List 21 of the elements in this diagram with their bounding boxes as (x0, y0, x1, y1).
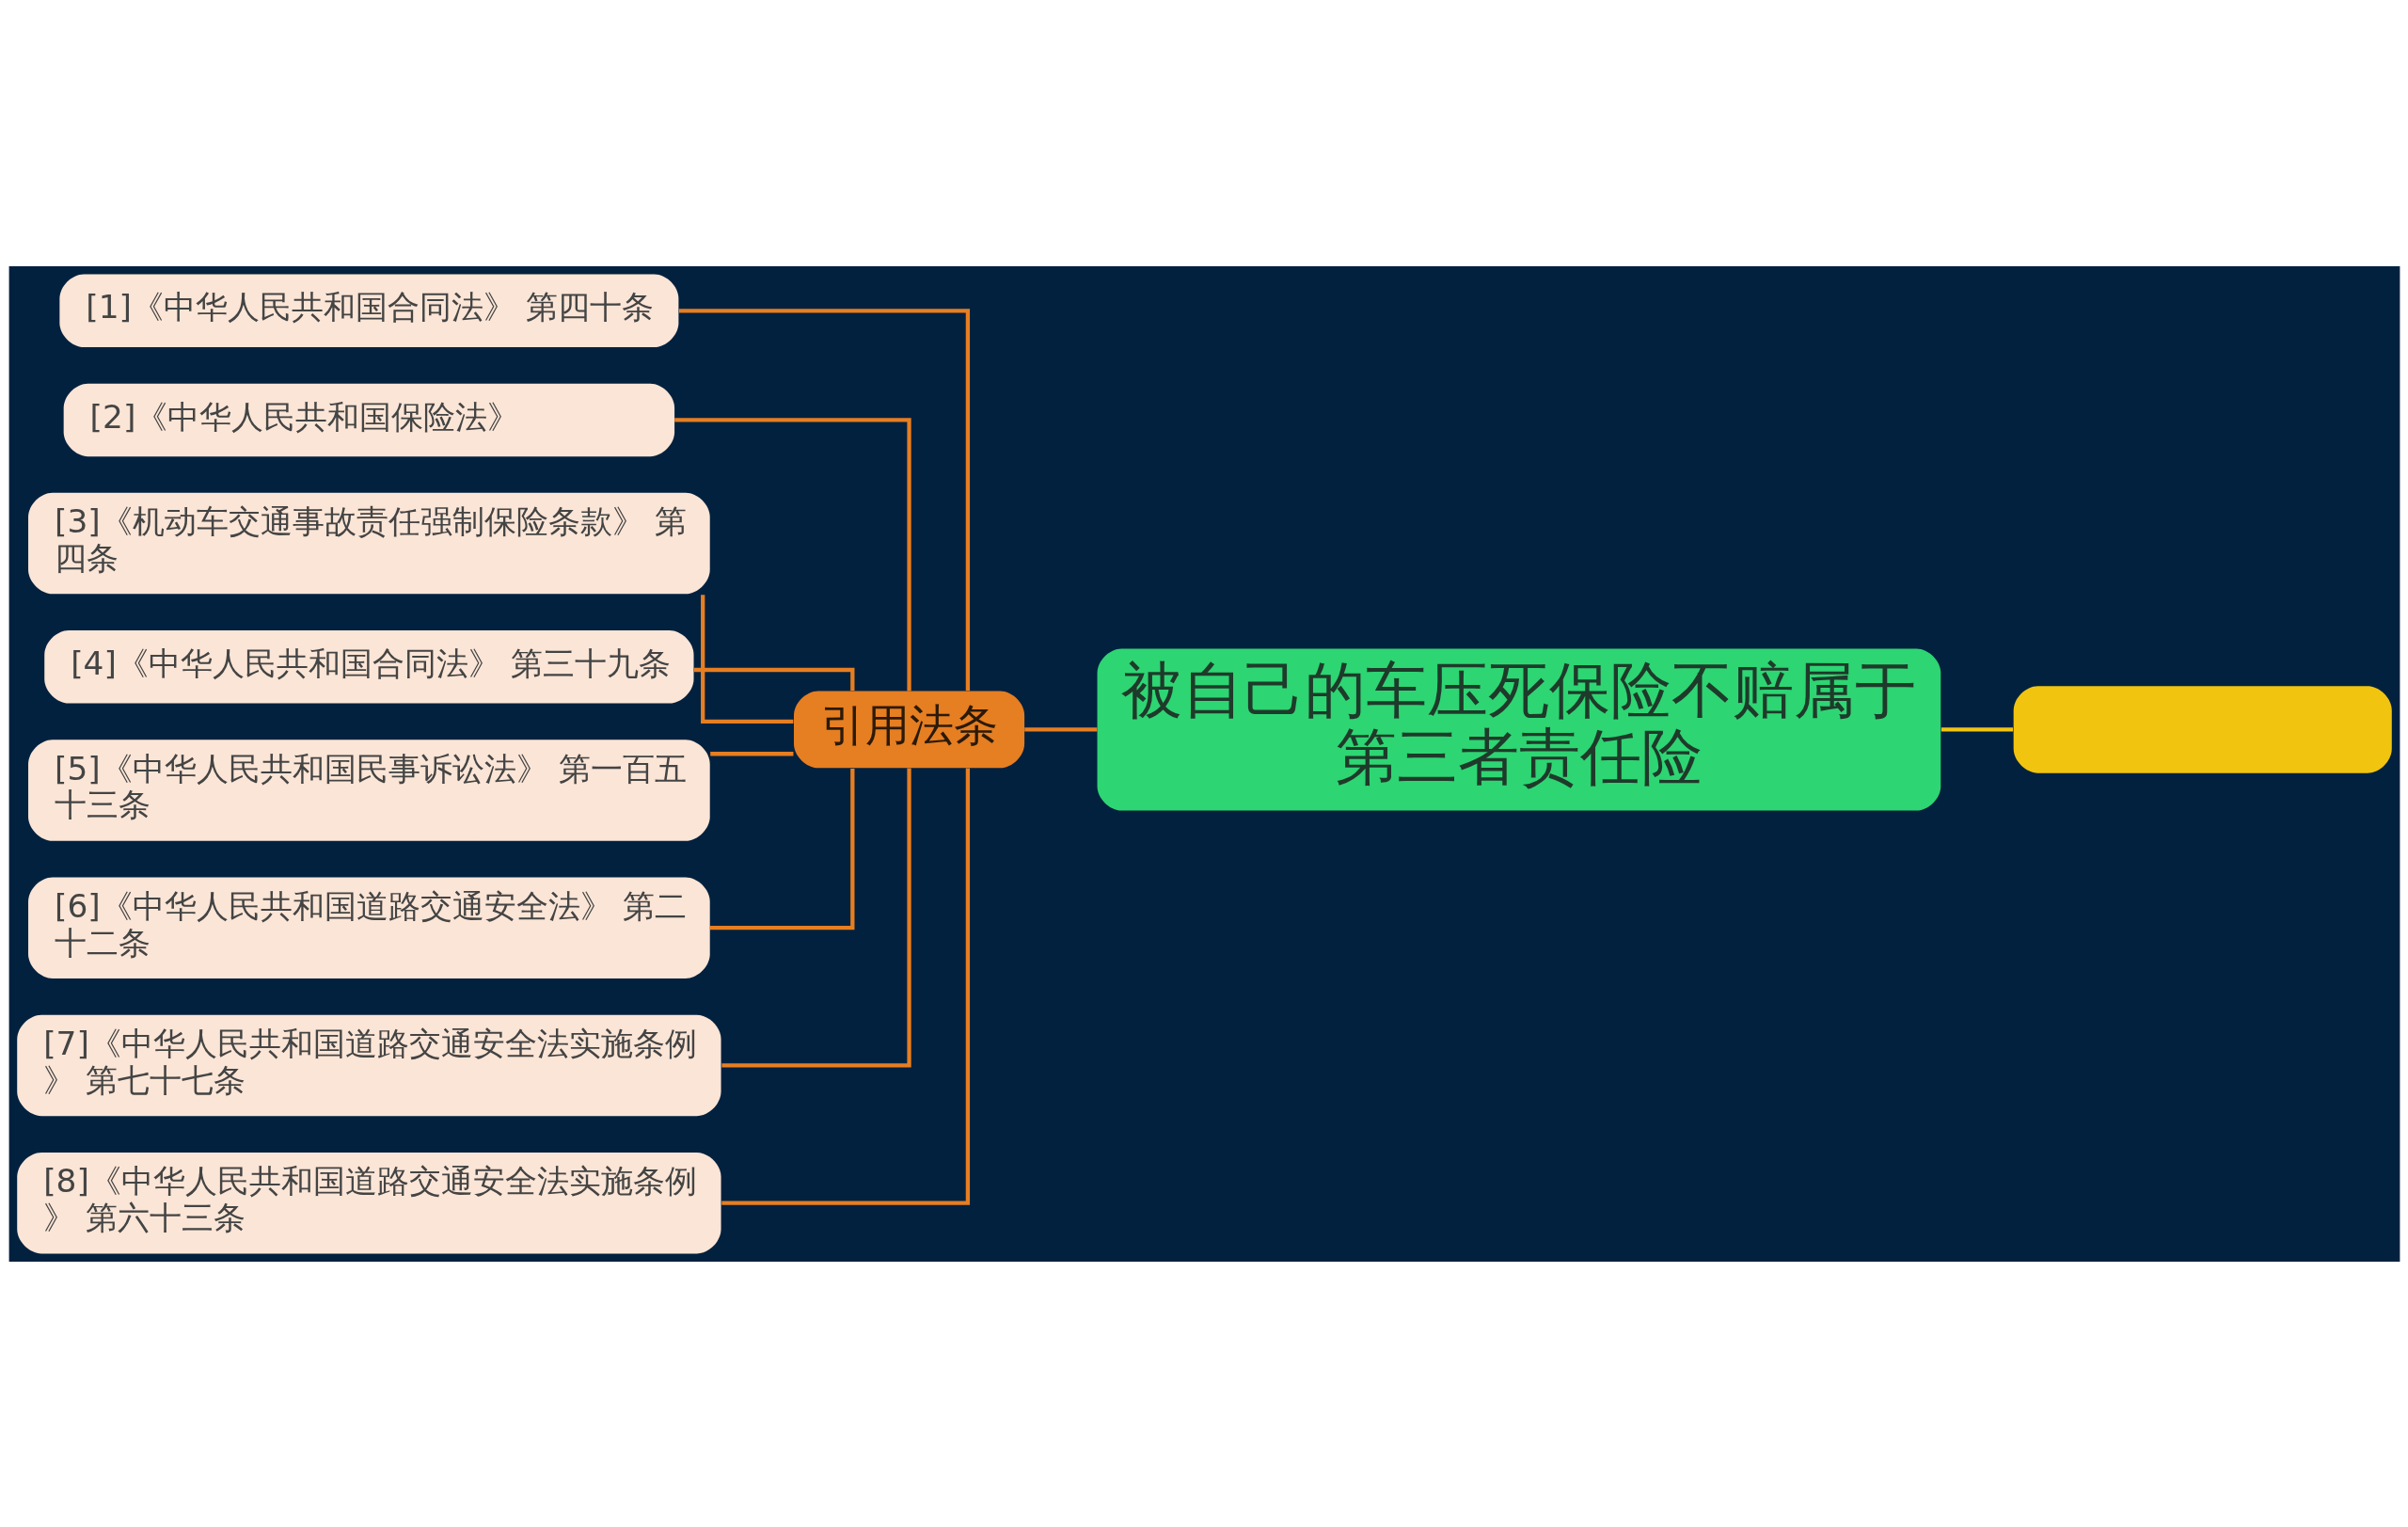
node-box: [8]《中华人民共和国道路交通安全法实施条例》 第六十三条 (16, 1152, 721, 1253)
connector (693, 667, 854, 691)
node-box: [1]《中华人民共和国合同法》 第四十条 (58, 274, 678, 347)
connector (673, 417, 911, 691)
connector (721, 768, 970, 1205)
node-box: [3]《机动车交通事故责任强制保险条款》 第四条 (27, 492, 710, 594)
connector (709, 768, 854, 930)
node-box: [7]《中华人民共和国道路交通安全法实施条例》 第七十七条 (16, 1014, 721, 1116)
connector (709, 751, 793, 756)
connector (721, 767, 911, 1068)
node-box (2013, 685, 2392, 773)
node-box: [2]《中华人民共和国保险法》 (63, 383, 674, 456)
connector (678, 308, 970, 691)
node-box: 引用法条 (793, 691, 1024, 768)
node-box: 被自己的车压死保险不赔属于第三者责任险 (1097, 647, 1941, 810)
node-box: [6]《中华人民共和国道路交通安全法》 第二十二条 (27, 876, 710, 978)
connector (1941, 726, 2013, 732)
node-box: [5]《中华人民共和国民事诉讼法》 第一百五十三条 (27, 739, 710, 841)
node-box: [4]《中华人民共和国合同法》 第三十九条 (43, 629, 693, 703)
connector (700, 594, 793, 724)
connector (1023, 726, 1097, 732)
